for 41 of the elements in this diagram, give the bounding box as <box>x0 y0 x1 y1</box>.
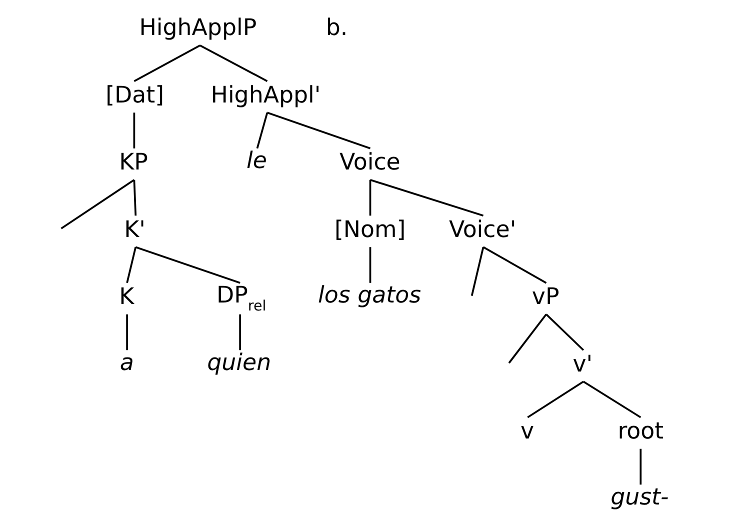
connector <box>482 246 546 284</box>
connector <box>508 314 546 364</box>
connector <box>368 247 371 283</box>
connector <box>134 246 240 284</box>
node-text: v' <box>572 351 592 378</box>
node-text: Voice <box>339 150 400 176</box>
connector <box>369 178 484 217</box>
node-text: a <box>119 350 134 376</box>
connector <box>60 179 134 230</box>
connector <box>199 44 268 82</box>
node-text: HighAppl' <box>210 82 320 108</box>
node-text: K <box>118 284 134 310</box>
connector <box>266 112 370 150</box>
node-text: [Nom] <box>334 216 406 243</box>
node-text: gust- <box>610 484 668 510</box>
connector <box>238 314 240 350</box>
node-text: root <box>617 418 664 445</box>
node-text: Voice' <box>448 216 516 243</box>
connector <box>132 112 135 148</box>
node-text: vP <box>531 284 559 310</box>
connector <box>133 44 200 82</box>
node-text: quien <box>206 350 271 376</box>
connector <box>639 448 642 485</box>
connector <box>368 180 371 216</box>
connector <box>256 112 268 149</box>
node-text: K' <box>124 216 145 243</box>
node-text: [Dat] <box>105 82 164 108</box>
label: b. <box>325 15 348 42</box>
connector <box>545 314 584 351</box>
node-text: DP$_{rel}$ <box>216 282 266 315</box>
connector <box>126 314 128 350</box>
connector <box>132 180 136 216</box>
node-text: KP <box>118 150 148 176</box>
node-text: v <box>520 418 534 445</box>
connector <box>582 380 641 418</box>
connector <box>126 246 136 284</box>
node-text: le <box>246 148 266 174</box>
connector <box>526 380 584 418</box>
node-text: los gatos <box>318 282 421 309</box>
connector <box>470 246 484 296</box>
node-text: HighApplP <box>138 15 256 42</box>
